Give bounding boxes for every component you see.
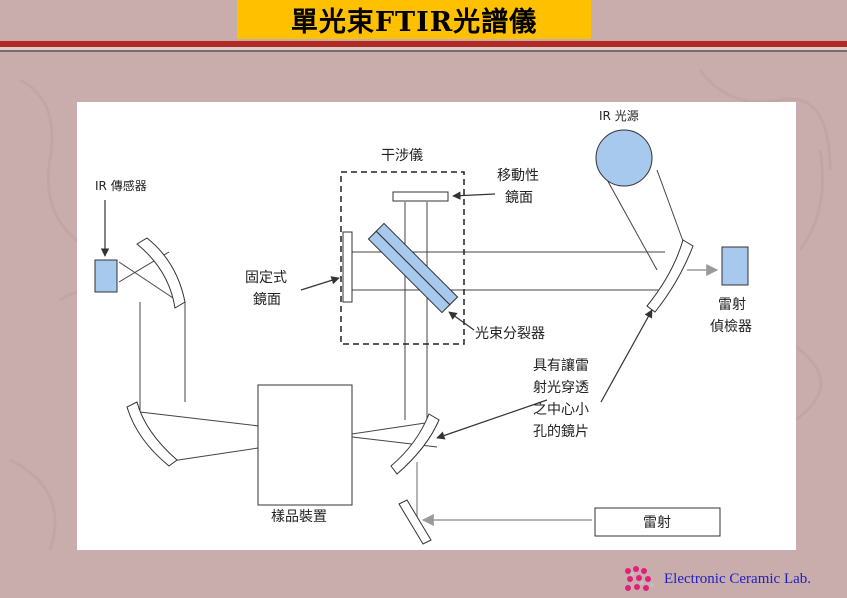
hole-mirror-label-3: 之中心小 [533, 402, 589, 418]
fixed-mirror-label-1: 固定式 [245, 270, 287, 286]
header-divider-dark [0, 50, 847, 52]
ir-sensor [94, 259, 118, 293]
ir-source [595, 129, 653, 187]
moving-mirror [392, 191, 449, 202]
hole-mirror-label-2: 射光穿透 [533, 380, 589, 396]
header-divider-light [0, 47, 847, 50]
moving-mirror-label-2: 鏡面 [505, 190, 533, 206]
sample-compartment [257, 384, 353, 506]
interferometer-label: 干涉儀 [381, 148, 423, 164]
ir-source-label: IR 光源 [599, 109, 639, 123]
ftir-diagram-svg: IR 光源 干涉儀 移動性 鏡面 IR 傳感器 固定式 鏡面 光束分裂器 雷射 … [94, 109, 752, 545]
fixed-mirror-label-2: 鏡面 [253, 292, 281, 308]
hole-mirror-pointer-2 [600, 309, 653, 403]
beam-paths [118, 169, 688, 463]
laser-detector [721, 246, 749, 286]
lab-logo-icon [625, 566, 654, 591]
ir-sensor-label: IR 傳感器 [95, 178, 147, 193]
laser-detector-label-2: 偵檢器 [710, 318, 752, 335]
interferometer-box [340, 171, 465, 345]
laser-source [594, 507, 721, 537]
hole-mirror-label-4: 孔的鏡片 [533, 424, 589, 440]
ftir-diagram: IR 光源 干涉儀 移動性 鏡面 IR 傳感器 固定式 鏡面 光束分裂器 雷射 … [77, 102, 796, 550]
beam-splitter-pointer [448, 311, 475, 331]
hole-mirror-pointer-1 [436, 399, 548, 440]
moving-mirror-label-1: 移動性 [497, 168, 539, 184]
header-divider [0, 41, 847, 47]
sample-label: 樣品裝置 [271, 508, 327, 525]
fixed-mirror [342, 231, 353, 303]
lab-name: Electronic Ceramic Lab. [664, 571, 812, 587]
page-title: 單光束FTIR光譜儀 [237, 0, 591, 39]
sensor-focusing-mirror [136, 237, 186, 309]
beam-splitter [367, 222, 459, 314]
fixed-mirror-pointer [300, 276, 340, 291]
laser-beam [416, 264, 719, 526]
hole-mirror [390, 413, 440, 475]
sample-mirror-left [126, 401, 178, 467]
beam-splitter-label: 光束分裂器 [475, 326, 545, 342]
laser-fold-mirror [398, 499, 432, 545]
laser-label: 雷射 [643, 515, 671, 531]
hole-mirror-label-1: 具有讓雷 [533, 357, 589, 374]
source-collimating-mirror [646, 239, 694, 313]
laser-detector-label-1: 雷射 [718, 297, 746, 313]
moving-mirror-pointer [452, 191, 496, 200]
